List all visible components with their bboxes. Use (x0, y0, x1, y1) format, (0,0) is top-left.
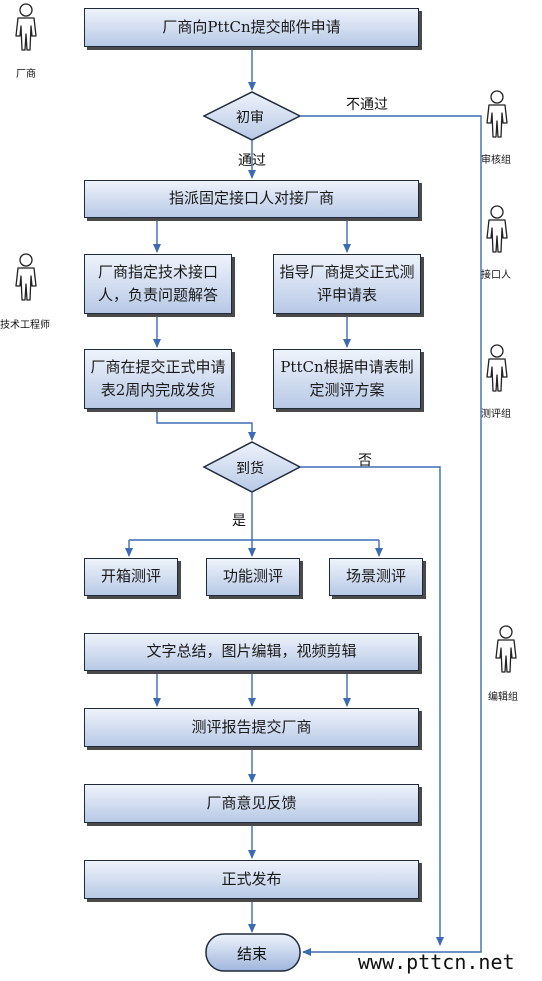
step-unboxing-test: 开箱测评 (84, 558, 178, 596)
edge-label-reject: 不通过 (346, 97, 388, 113)
step-guide-form: 指导厂商提交正式测评申请表 (273, 254, 421, 314)
end-shape (205, 933, 301, 972)
review-group-person-icon (486, 90, 508, 138)
step-scenario-test: 场景测评 (329, 558, 423, 596)
tech-engineer-person-icon (15, 253, 37, 301)
contact-person-icon (486, 205, 508, 253)
role-edit-group: 编辑组 (488, 692, 518, 703)
step-ship: 厂商在提交正式申请表2周内完成发货 (84, 349, 232, 409)
step-publish: 正式发布 (84, 860, 419, 899)
role-review-group: 审核组 (481, 155, 511, 166)
test-group-person-icon (486, 344, 508, 392)
step-tech-contact: 厂商指定技术接口人，负责问题解答 (84, 254, 232, 314)
edge-label-yes: 是 (232, 513, 246, 529)
step-assign-contact: 指派固定接口人对接厂商 (84, 180, 419, 218)
decision-arrival-label: 到货 (236, 461, 264, 477)
edge-label-no: 否 (358, 453, 372, 469)
end-label: 结束 (237, 945, 268, 963)
step-function-test: 功能测评 (206, 558, 300, 596)
step-feedback: 厂商意见反馈 (84, 784, 419, 823)
edge-label-pass: 通过 (238, 153, 266, 169)
role-vendor: 厂商 (16, 69, 36, 80)
step-submit-application: 厂商向PttCn提交邮件申请 (84, 8, 419, 47)
role-tech-engineer: 技术工程师 (0, 320, 50, 331)
role-contact-person: 接口人 (481, 270, 511, 281)
vendor-person-icon (15, 3, 37, 51)
edit-group-person-icon (495, 625, 517, 673)
step-test-plan: PttCn根据申请表制定测评方案 (273, 349, 421, 409)
step-editing: 文字总结，图片编辑，视频剪辑 (84, 633, 419, 671)
step-report: 测评报告提交厂商 (84, 708, 419, 747)
role-test-group: 测评组 (481, 409, 511, 420)
decision-first-review-label: 初审 (236, 110, 264, 126)
watermark-url: www.pttcn.net (358, 950, 515, 974)
